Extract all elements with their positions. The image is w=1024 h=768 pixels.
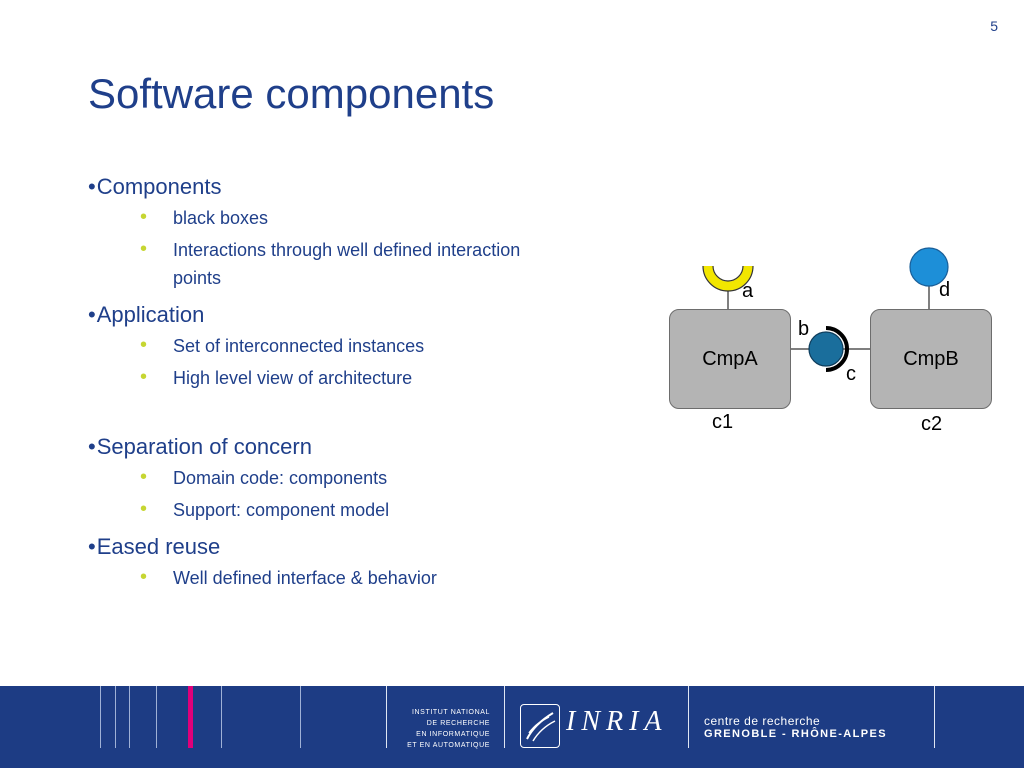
component-cmpb: CmpB bbox=[870, 309, 992, 409]
label-c: c bbox=[846, 363, 856, 385]
footer-band: INSTITUT NATIONAL DE RECHERCHE EN INFORM… bbox=[0, 686, 1024, 768]
sub-bullet: •Domain code: components bbox=[88, 464, 568, 492]
sub-bullet: •Support: component model bbox=[88, 496, 568, 524]
sub-bullet-dot: • bbox=[140, 238, 148, 260]
sub-bullet: •Interactions through well defined inter… bbox=[88, 236, 568, 292]
label-c2: c2 bbox=[921, 413, 943, 435]
label-a: a bbox=[742, 280, 754, 302]
bullet-eased-reuse: •Eased reuse bbox=[88, 534, 221, 559]
location-label: GRENOBLE - RHÔNE-ALPES bbox=[704, 728, 887, 740]
slide-title: Software components bbox=[88, 70, 495, 117]
bullet-application: •Application bbox=[88, 302, 205, 327]
bullet-separation-of-concern: •Separation of concern bbox=[88, 434, 312, 459]
sub-bullet-dot: • bbox=[140, 334, 148, 356]
label-d: d bbox=[939, 279, 951, 301]
sub-bullet-dot: • bbox=[140, 366, 148, 388]
sub-bullet: •Well defined interface & behavior bbox=[88, 564, 568, 592]
diagram-graphics bbox=[702, 247, 949, 372]
sub-bullet-dot: • bbox=[140, 206, 148, 228]
sub-bullet-dot: • bbox=[140, 566, 148, 588]
bound-interface-bc-icon bbox=[808, 331, 844, 367]
slide-number: 5 bbox=[990, 18, 998, 34]
sub-bullet-dot: • bbox=[140, 466, 148, 488]
component-diagram: CmpA CmpB a d b c c1 c2 bbox=[640, 235, 1020, 455]
sub-bullet: •High level view of architecture bbox=[88, 364, 568, 392]
footer-accent-bar bbox=[188, 686, 193, 748]
institute-name: INSTITUT NATIONAL DE RECHERCHE EN INFORM… bbox=[407, 709, 490, 749]
bullet-list: •Components •black boxes •Interactions t… bbox=[88, 174, 568, 592]
centre-label: centre de recherche bbox=[704, 714, 821, 728]
sub-bullet-dot: • bbox=[140, 498, 148, 520]
label-c1: c1 bbox=[712, 411, 734, 433]
bullet-components: •Components bbox=[88, 174, 222, 199]
required-interface-a-icon bbox=[703, 265, 753, 291]
inria-wordmark: INRIA bbox=[566, 706, 668, 737]
component-cmpa: CmpA bbox=[669, 309, 791, 409]
label-b: b bbox=[798, 318, 810, 340]
provided-interface-d-icon bbox=[909, 247, 949, 287]
sub-bullet: •black boxes bbox=[88, 204, 568, 232]
inria-logo-icon bbox=[520, 704, 560, 748]
sub-bullet: •Set of interconnected instances bbox=[88, 332, 568, 360]
